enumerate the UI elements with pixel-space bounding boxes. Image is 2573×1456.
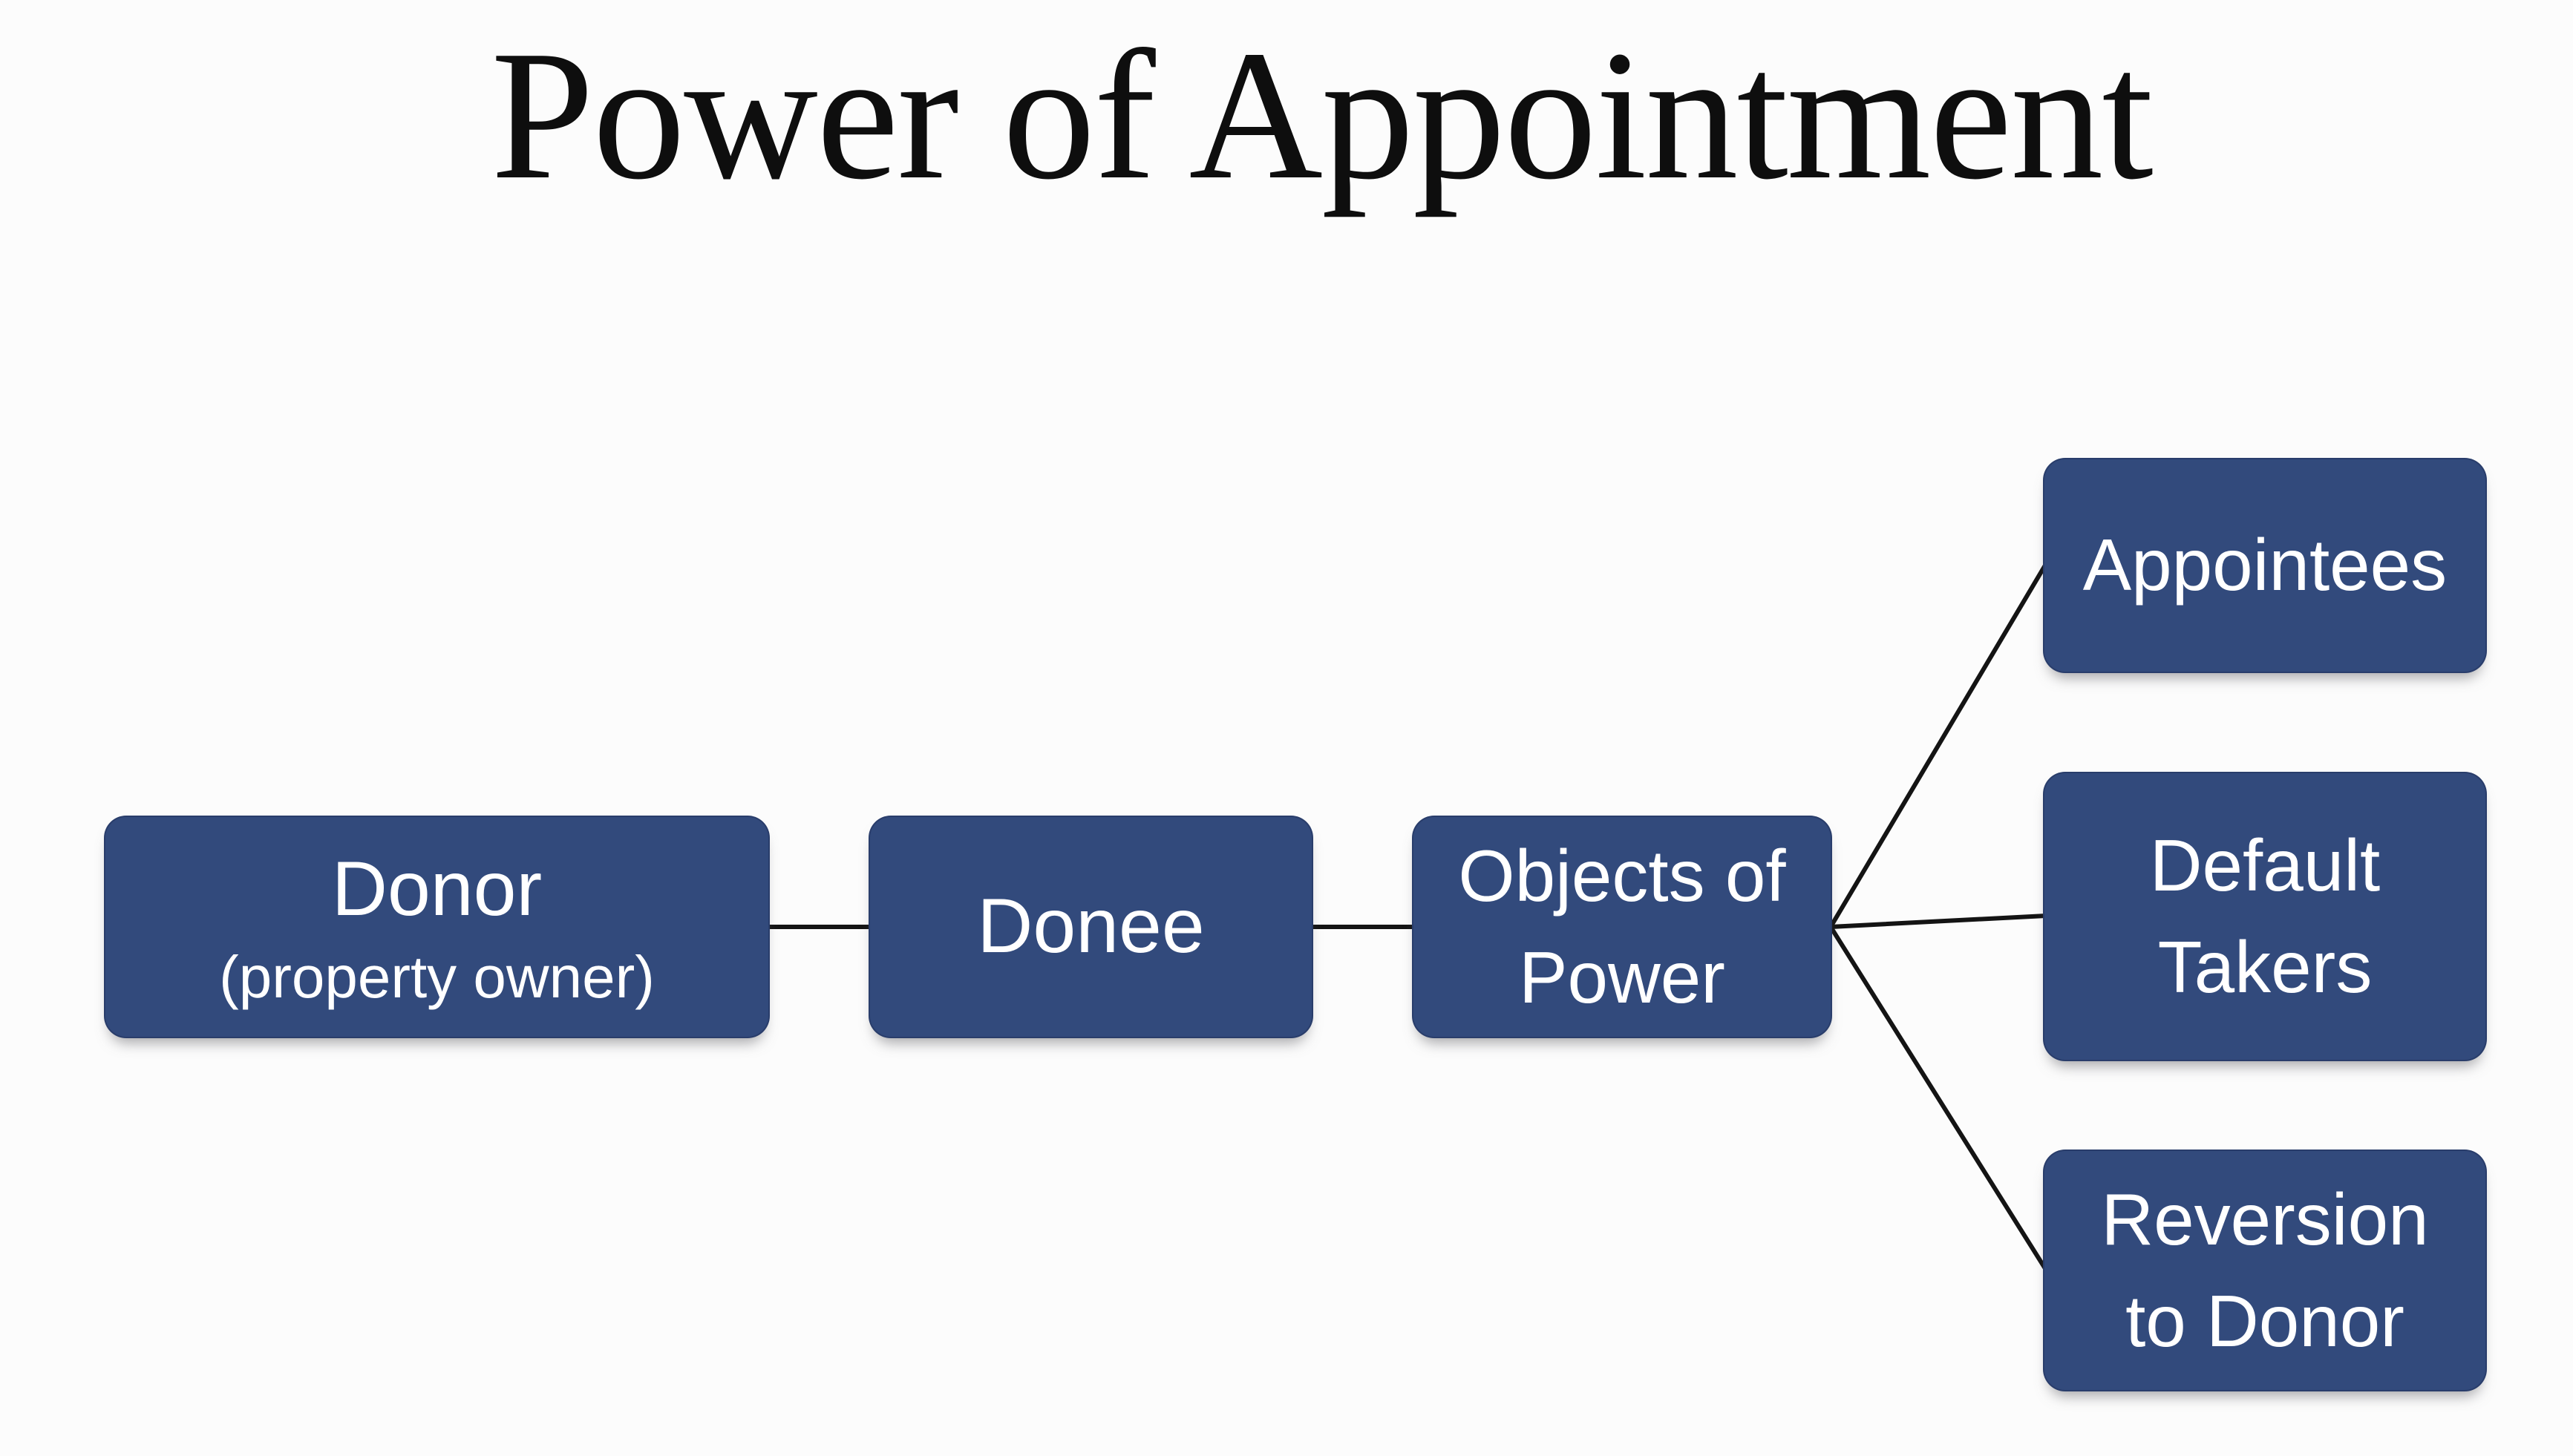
connector-objects-reversion [1828, 925, 2048, 1272]
node-donor-sublabel: (property owner) [219, 943, 655, 1010]
node-default-takers-label-line1: Default [2149, 824, 2381, 906]
connector-objects-appointees [1828, 562, 2048, 929]
node-appointees-label: Appointees [2082, 524, 2448, 606]
page-title: Power of Appointment [491, 13, 2154, 218]
node-reversion-label-line2: to Donor [2125, 1280, 2404, 1362]
node-objects-label-line2: Power [1519, 937, 1725, 1018]
node-objects-of-power: Objects of Power [1412, 816, 1832, 1038]
node-default-takers: Default Takers [2043, 772, 2487, 1061]
node-reversion-to-donor: Reversion to Donor [2043, 1150, 2487, 1391]
node-donee-label: Donee [977, 883, 1205, 970]
connector-objects-default-takers [1828, 914, 2048, 929]
node-donor: Donor (property owner) [104, 816, 770, 1038]
node-donee: Donee [869, 816, 1313, 1038]
node-appointees: Appointees [2043, 458, 2487, 673]
node-objects-label-line1: Objects of [1458, 834, 1786, 916]
node-donor-label: Donor [331, 846, 543, 933]
node-reversion-label-line1: Reversion [2101, 1178, 2429, 1260]
node-default-takers-label-line2: Takers [2157, 926, 2373, 1008]
